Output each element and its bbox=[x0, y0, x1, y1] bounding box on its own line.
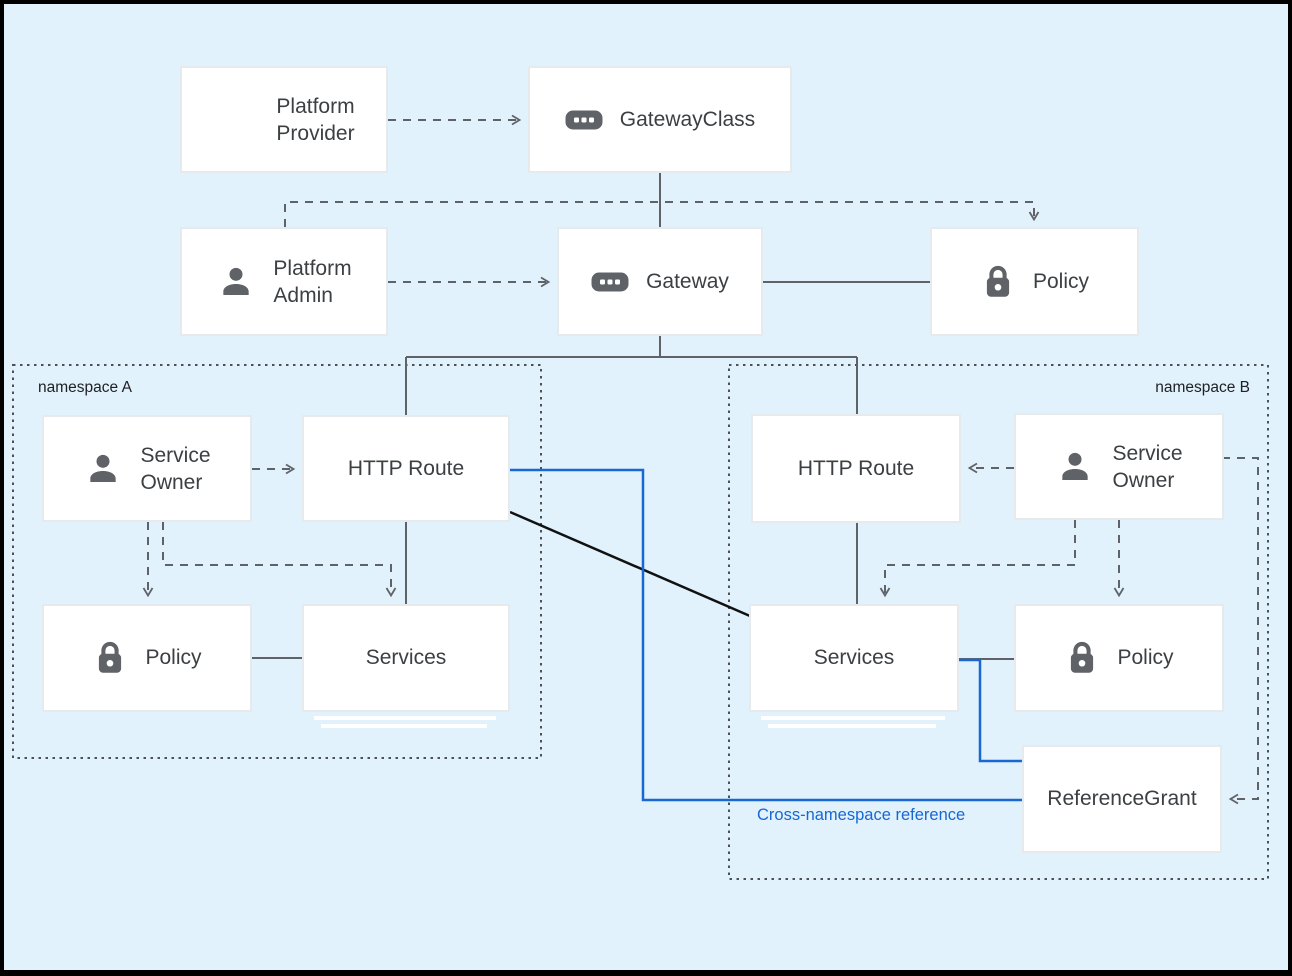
node-label: HTTP Route bbox=[347, 456, 465, 480]
edge-admin-policy bbox=[284, 201, 1040, 227]
node-label: Owner bbox=[140, 470, 203, 494]
person-icon bbox=[216, 262, 256, 302]
edge-gateway-httproutes-services bbox=[405, 336, 858, 604]
node-services-b: Services bbox=[749, 604, 959, 728]
node-services-a: Services bbox=[302, 604, 510, 728]
google-cloud-icon bbox=[213, 101, 259, 138]
node-gateway: Gateway bbox=[557, 227, 763, 336]
person-icon bbox=[1055, 447, 1095, 487]
lock-icon bbox=[1064, 637, 1100, 679]
edge-ownerB-servicesB bbox=[879, 520, 1076, 598]
edge-ownerB-referencegrant bbox=[1222, 457, 1259, 805]
node-label: Services bbox=[365, 646, 447, 669]
node-label: GatewayClass bbox=[619, 107, 756, 131]
node-service-owner-b: Service Owner bbox=[1014, 413, 1224, 520]
node-label: Gateway bbox=[646, 269, 729, 293]
cross-namespace-reference-label: Cross-namespace reference bbox=[757, 806, 966, 824]
node-label: Policy bbox=[1117, 646, 1174, 669]
node-label: Platform bbox=[273, 256, 352, 280]
person-icon bbox=[83, 449, 123, 489]
edge-servicesB-referencegrant bbox=[959, 658, 1022, 763]
node-label: Platform bbox=[276, 94, 355, 118]
edge-ownerA-servicesA bbox=[162, 522, 397, 598]
node-label: Owner bbox=[1112, 468, 1175, 492]
node-label: Service bbox=[140, 443, 211, 467]
node-reference-grant: ReferenceGrant bbox=[1022, 745, 1222, 853]
node-platform-provider: Platform Provider bbox=[180, 66, 388, 173]
node-label: Policy bbox=[145, 646, 202, 669]
namespace-a-label: namespace A bbox=[38, 379, 132, 396]
node-label: Admin bbox=[273, 283, 333, 307]
lock-icon bbox=[92, 637, 128, 679]
node-label: Services bbox=[813, 646, 895, 669]
node-platform-admin: Platform Admin bbox=[180, 227, 388, 336]
node-label: HTTP Route bbox=[797, 456, 915, 480]
node-label: Provider bbox=[276, 121, 355, 145]
namespace-a-boundary bbox=[12, 364, 542, 759]
node-policy-cluster: Policy bbox=[930, 227, 1139, 336]
node-policy-a: Policy bbox=[42, 604, 252, 712]
node-http-route-b: HTTP Route bbox=[751, 414, 961, 523]
edge-httprouteA-referencegrant bbox=[510, 468, 1022, 802]
node-http-route-a: HTTP Route bbox=[302, 415, 510, 522]
resource-chip-icon bbox=[591, 272, 629, 292]
lock-icon bbox=[980, 261, 1016, 303]
edge-httprouteA-servicesB bbox=[509, 510, 751, 618]
namespace-b-label: namespace B bbox=[1155, 379, 1250, 396]
node-label: Service bbox=[1112, 441, 1183, 465]
node-policy-b: Policy bbox=[1014, 604, 1224, 712]
node-service-owner-a: Service Owner bbox=[42, 415, 252, 522]
node-gatewayclass: GatewayClass bbox=[528, 66, 792, 173]
namespace-b-boundary bbox=[728, 364, 1269, 880]
node-label: Policy bbox=[1032, 269, 1090, 293]
node-label: ReferenceGrant bbox=[1047, 787, 1197, 810]
resource-chip-icon bbox=[565, 110, 603, 130]
